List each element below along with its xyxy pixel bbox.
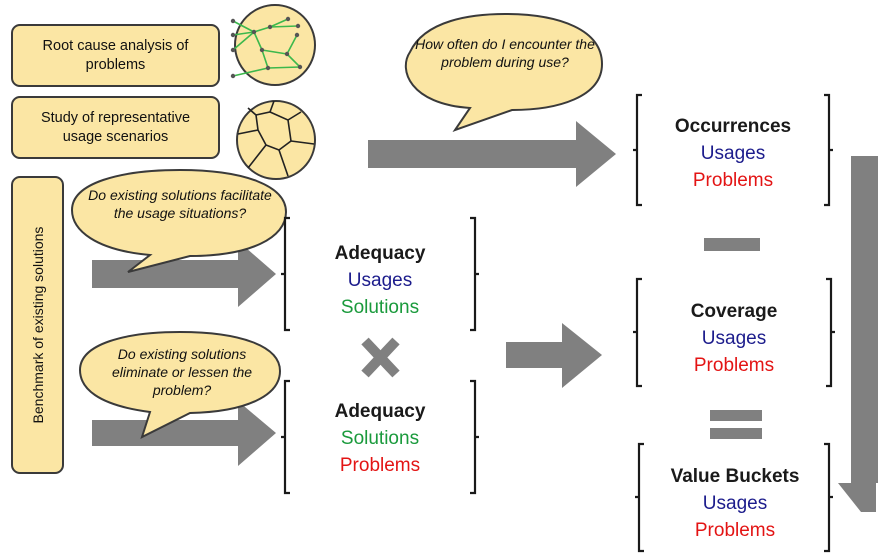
study-usage-box: Study of representative usage scenarios [11,96,220,159]
arrow-down-right [838,156,878,512]
bubble-facilitate-text: Do existing solutions facilitate the usa… [88,187,272,221]
adequacy-problem-matrix: Adequacy Solutions Problems [293,398,467,479]
value-buckets-col-label: Problems [694,520,776,541]
occurrences-col-label: Problems [692,170,774,191]
bubble-eliminate-text: Do existing solutions eliminate or lesse… [111,346,253,398]
value-buckets-right-bracket [824,442,833,553]
occurrences-right-bracket [824,93,833,207]
occurrences-matrix: Occurrences Usages Problems [645,113,821,194]
bubble-occurrences [404,12,604,132]
adequacy-usage-title: Adequacy [334,243,426,264]
occurrences-left-bracket [633,93,642,207]
study-usage-label: Study of representative usage scenarios [40,109,191,145]
arrow-to-adequacy-usage [92,241,276,307]
coverage-right-bracket [826,277,835,388]
coverage-matrix: Coverage Usages Problems [645,298,823,379]
root-cause-label: Root cause analysis of problems [42,37,189,73]
bubble-eliminate [78,330,282,439]
minus-icon [704,238,760,251]
multiply-icon [361,337,400,378]
adequacy-usage-col-label: Solutions [340,297,420,318]
adequacy-usage-row-label: Usages [347,270,413,291]
benchmark-box: Benchmark of existing solutions [11,176,64,474]
adequacy-problem-row-label: Solutions [340,428,420,449]
occurrences-title: Occurrences [674,116,792,137]
voronoi-circle-icon [236,100,316,180]
adequacy-usage-left-bracket [281,216,290,332]
value-buckets-left-bracket [635,442,644,553]
arrow-to-occurrences [368,121,616,187]
occurrences-row-label: Usages [700,143,766,164]
adequacy-problem-right-bracket [470,379,479,495]
bubble-facilitate [70,168,288,273]
adequacy-usage-matrix: Adequacy Usages Solutions [293,240,467,321]
adequacy-problem-left-bracket [281,379,290,495]
bubble-occurrences-text: How often do I encounter the problem dur… [415,36,595,70]
arrow-to-coverage [506,323,602,388]
adequacy-usage-right-bracket [470,216,479,332]
adequacy-problem-col-label: Problems [339,455,421,476]
equals-icon [710,410,762,439]
adequacy-problem-title: Adequacy [334,401,426,422]
brackets [281,93,835,553]
coverage-left-bracket [633,277,642,388]
root-cause-box: Root cause analysis of problems [11,24,220,87]
coverage-row-label: Usages [701,328,767,349]
network-graph-icon [230,4,316,86]
value-buckets-title: Value Buckets [670,466,800,487]
value-buckets-row-label: Usages [702,493,768,514]
coverage-title: Coverage [690,301,778,322]
coverage-col-label: Problems [693,355,775,376]
arrow-to-adequacy-problem [92,401,276,466]
value-buckets-matrix: Value Buckets Usages Problems [647,463,823,544]
